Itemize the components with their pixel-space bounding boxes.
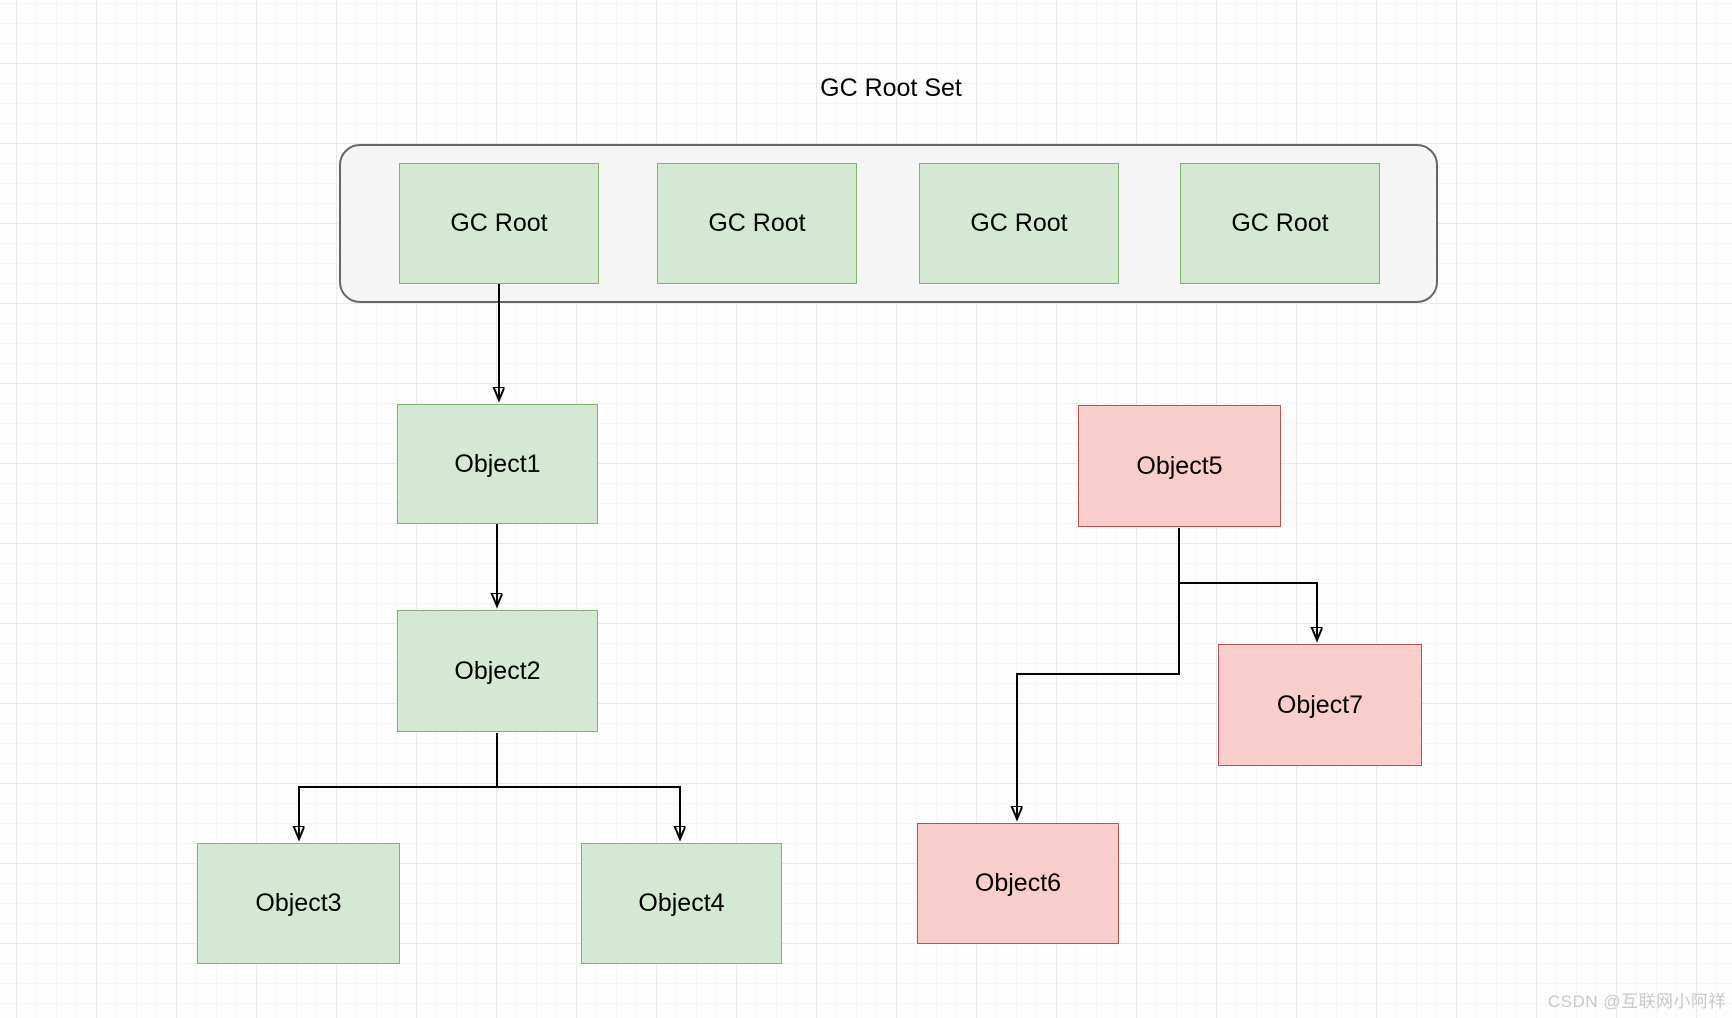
edge-object2-object3 xyxy=(299,786,497,839)
node-object1-label: Object1 xyxy=(454,449,541,478)
node-object2: Object2 xyxy=(397,610,598,732)
diagram-title: GC Root Set xyxy=(820,74,962,102)
edge-object5-object7 xyxy=(1178,528,1317,640)
edge-object5-object6 xyxy=(1017,583,1180,819)
node-object4-label: Object4 xyxy=(638,889,725,917)
node-object3-label: Object3 xyxy=(255,889,342,917)
node-object6-label: Object6 xyxy=(974,869,1062,897)
node-object4: Object4 xyxy=(581,843,782,964)
node-object5: Object5 xyxy=(1078,405,1281,527)
node-object3: Object3 xyxy=(197,843,400,964)
edge-object2-object4 xyxy=(497,786,680,839)
gc-root-node-4-label: GC Root xyxy=(1231,209,1329,237)
node-object5-label: Object5 xyxy=(1136,451,1223,480)
gc-root-node-1-label: GC Root xyxy=(450,209,548,237)
gc-root-node-4: GC Root xyxy=(1180,163,1380,284)
gc-root-node-3-label: GC Root xyxy=(970,209,1068,237)
node-object2-label: Object2 xyxy=(454,656,541,685)
gc-root-node-1: GC Root xyxy=(399,163,599,284)
node-object7-label: Object7 xyxy=(1276,690,1364,719)
node-object6: Object6 xyxy=(917,823,1119,944)
node-object7: Object7 xyxy=(1218,644,1422,766)
watermark-text: CSDN @互联网小阿祥 xyxy=(1547,992,1726,1011)
gc-root-node-3: GC Root xyxy=(919,163,1119,284)
node-object1: Object1 xyxy=(397,404,598,524)
gc-root-node-2: GC Root xyxy=(657,163,857,284)
gc-root-node-2-label: GC Root xyxy=(708,209,806,237)
